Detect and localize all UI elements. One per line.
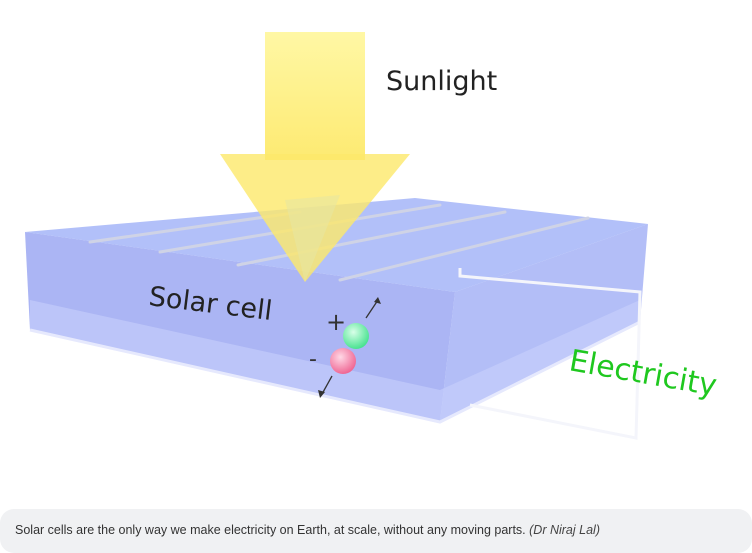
plus-label: + bbox=[326, 308, 346, 336]
solar-cell-diagram: + - Sunlight Solar cell Electricity bbox=[25, 32, 720, 440]
sunlight-arrow bbox=[220, 32, 410, 282]
hole-icon bbox=[343, 323, 369, 349]
minus-label: - bbox=[309, 347, 317, 372]
electricity-label: Electricity bbox=[567, 343, 720, 403]
sunlight-label: Sunlight bbox=[386, 66, 497, 97]
caption-text: Solar cells are the only way we make ele… bbox=[15, 523, 526, 537]
electricity-wire bbox=[458, 268, 642, 440]
electron-icon bbox=[330, 348, 356, 374]
charge-carriers: + - bbox=[309, 297, 381, 398]
image-caption: Solar cells are the only way we make ele… bbox=[0, 509, 752, 553]
caption-credit: (Dr Niraj Lal) bbox=[529, 523, 600, 537]
